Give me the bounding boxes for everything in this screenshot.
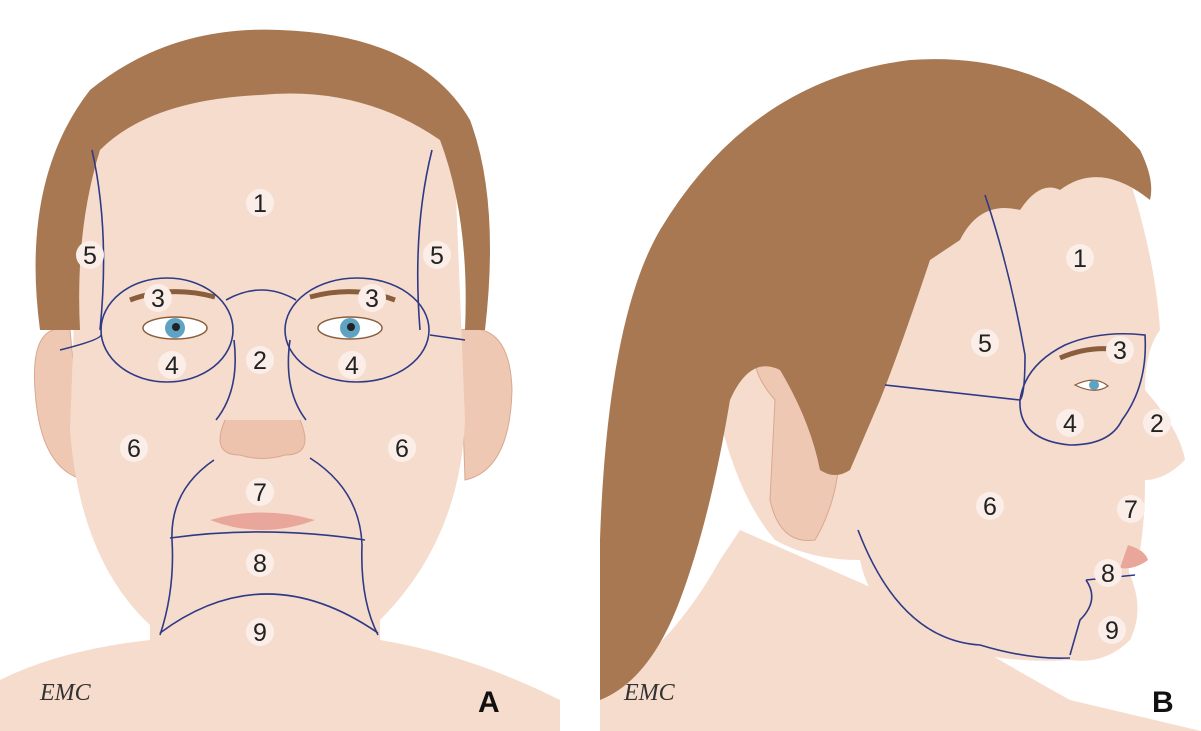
- svg-text:8: 8: [253, 550, 267, 578]
- left-pupil: [172, 323, 180, 331]
- svg-text:3: 3: [365, 285, 379, 313]
- svg-text:1: 1: [1073, 245, 1087, 273]
- emc-logo: EMC: [623, 680, 676, 706]
- emc-logo: EMC: [39, 680, 92, 706]
- svg-text:5: 5: [83, 242, 97, 270]
- right-ear: [460, 329, 512, 480]
- frontal-face-illustration: 1 5 5 3 3 4 2 4 6 6 7 8 9 EMC A: [0, 0, 600, 731]
- panel-letter-b: B: [1152, 686, 1174, 719]
- panel-profile-view: 1 5 3 4 2 6 7 8 9 EMC B: [600, 0, 1201, 731]
- profile-face-illustration: 1 5 3 4 2 6 7 8 9 EMC B: [600, 0, 1201, 731]
- svg-text:3: 3: [1113, 337, 1127, 365]
- svg-text:6: 6: [127, 435, 141, 463]
- svg-text:5: 5: [430, 242, 444, 270]
- svg-text:4: 4: [165, 352, 179, 380]
- svg-text:7: 7: [253, 479, 267, 507]
- panel-letter-a: A: [478, 686, 500, 719]
- svg-text:6: 6: [395, 435, 409, 463]
- svg-text:5: 5: [978, 330, 992, 358]
- svg-text:4: 4: [1063, 410, 1077, 438]
- svg-text:6: 6: [983, 493, 997, 521]
- svg-text:8: 8: [1101, 560, 1115, 588]
- right-pupil: [347, 323, 355, 331]
- svg-text:2: 2: [253, 347, 267, 375]
- iris: [1089, 380, 1099, 390]
- panel-frontal-view: 1 5 5 3 3 4 2 4 6 6 7 8 9 EMC A: [0, 0, 600, 731]
- svg-text:3: 3: [151, 285, 165, 313]
- nose: [220, 420, 305, 459]
- svg-text:4: 4: [345, 352, 359, 380]
- face: [70, 85, 465, 665]
- svg-text:9: 9: [253, 619, 267, 647]
- svg-text:9: 9: [1105, 617, 1119, 645]
- svg-text:7: 7: [1124, 496, 1138, 524]
- svg-text:2: 2: [1150, 410, 1164, 438]
- svg-text:1: 1: [253, 190, 267, 218]
